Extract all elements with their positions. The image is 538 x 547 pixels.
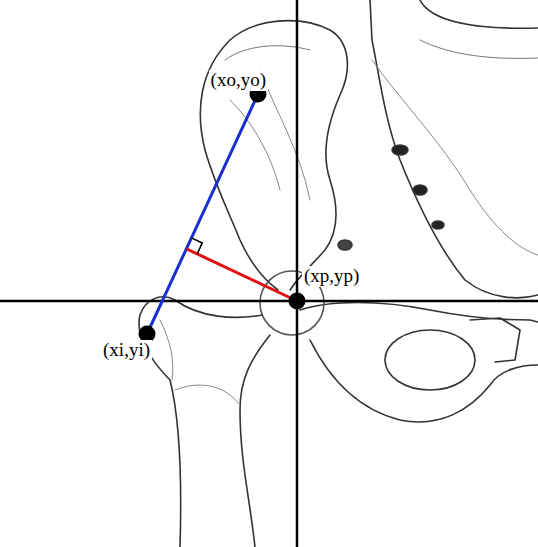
- point-label: (xi,yi): [101, 340, 152, 361]
- point-label: (xp,yp): [302, 266, 361, 287]
- point-label: (xo,yo): [209, 70, 268, 91]
